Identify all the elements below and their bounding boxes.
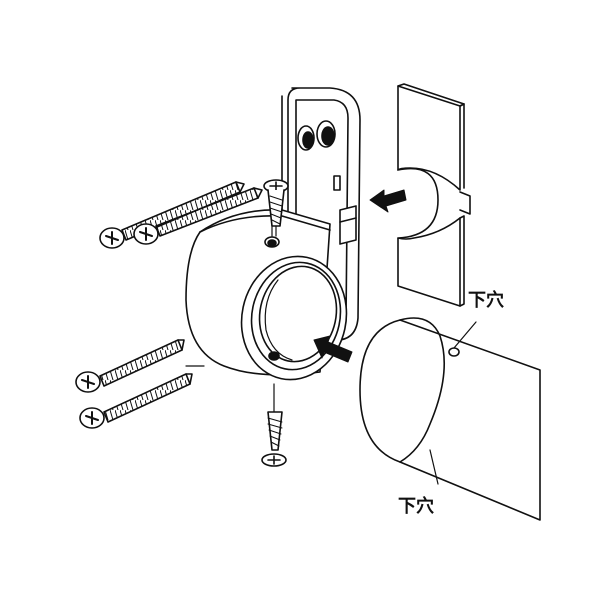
long-screw — [75, 339, 185, 393]
short-screw — [263, 179, 289, 237]
pipe — [359, 317, 541, 521]
pilot-hole-label-lower: 下穴 — [398, 496, 434, 517]
long-screw — [79, 373, 193, 429]
pilot-hole-label-upper: 下穴 — [468, 290, 504, 311]
cover-plate — [397, 83, 471, 307]
plate-screw-hole — [316, 120, 336, 148]
plate-screw-hole — [297, 125, 315, 151]
insert-arrow-icon — [369, 189, 407, 213]
short-screw — [261, 383, 287, 467]
insert-arrow-icon — [313, 335, 353, 363]
pipe-pilot-hole — [448, 347, 460, 357]
long-screw — [133, 187, 263, 245]
